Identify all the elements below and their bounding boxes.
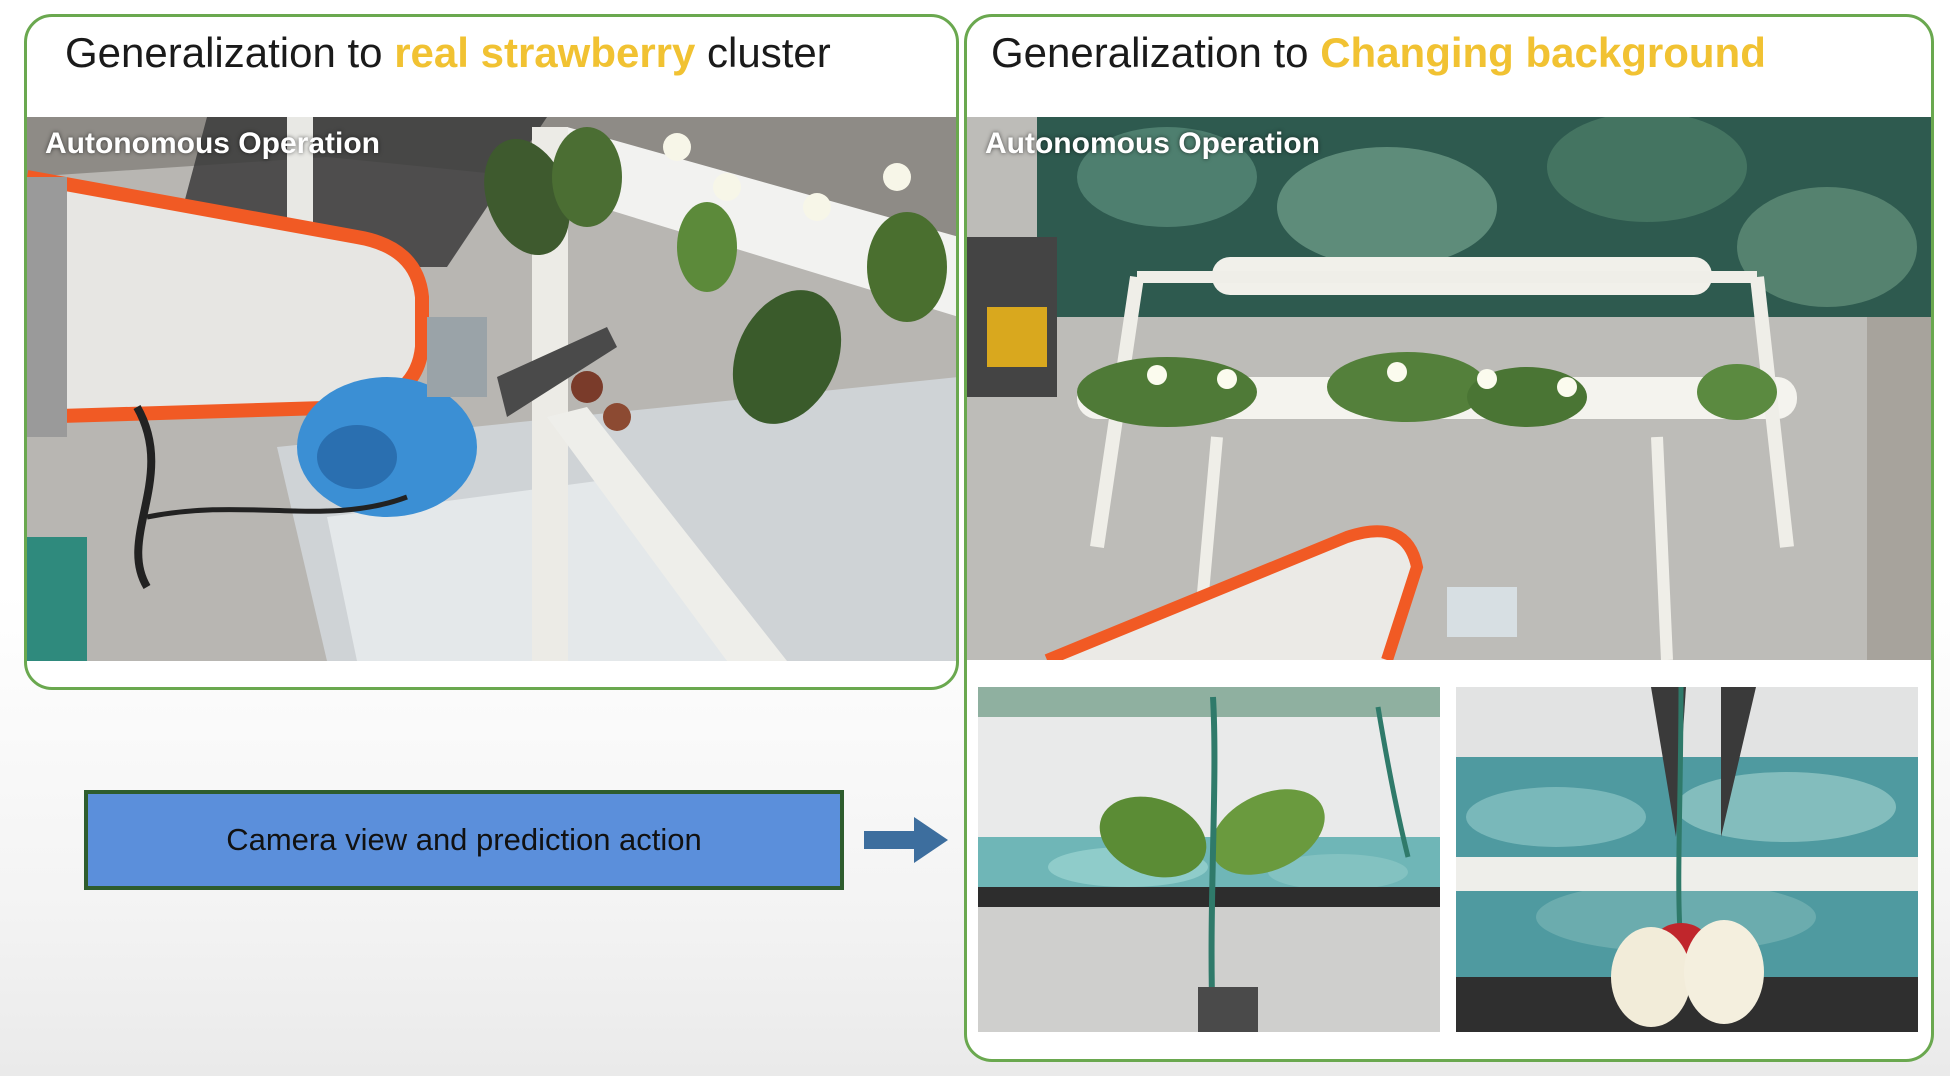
camera-view-2-image bbox=[1456, 687, 1918, 1032]
right-panel: Generalization to Changing background bbox=[964, 14, 1934, 1062]
left-title-suffix: cluster bbox=[695, 29, 831, 76]
camera-view-1-image bbox=[978, 687, 1440, 1032]
right-robot-video: Autonomous Operation bbox=[967, 117, 1931, 660]
left-panel-title: Generalization to real strawberry cluste… bbox=[27, 17, 956, 117]
right-panel-title: Generalization to Changing background bbox=[967, 17, 1931, 117]
left-video-label: Autonomous Operation bbox=[45, 127, 380, 160]
action-box-label: Camera view and prediction action bbox=[226, 822, 702, 857]
left-robot-scene bbox=[27, 117, 956, 661]
right-title-prefix: Generalization to bbox=[991, 29, 1321, 76]
left-robot-video: Autonomous Operation bbox=[27, 117, 956, 661]
right-title-highlight: Changing background bbox=[1320, 29, 1766, 76]
left-title-highlight: real strawberry bbox=[394, 29, 696, 76]
right-arrow-icon bbox=[864, 817, 948, 863]
camera-view-2 bbox=[1456, 687, 1918, 1032]
right-video-label: Autonomous Operation bbox=[985, 127, 1320, 160]
left-title-prefix: Generalization to bbox=[65, 29, 395, 76]
left-panel: Generalization to real strawberry cluste… bbox=[24, 14, 959, 690]
camera-view-1 bbox=[978, 687, 1440, 1032]
right-robot-scene bbox=[967, 117, 1931, 660]
camera-view-action-box: Camera view and prediction action bbox=[84, 790, 844, 890]
